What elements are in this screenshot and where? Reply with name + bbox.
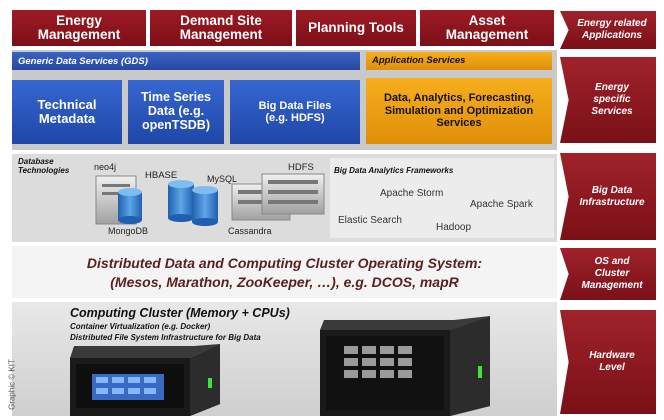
gds-bar: Generic Data Services (GDS) bbox=[12, 52, 360, 70]
apache-storm-label: Apache Storm bbox=[380, 188, 444, 199]
analytics-frameworks-panel bbox=[330, 158, 554, 238]
energy-management-box: Energy Management bbox=[12, 10, 146, 46]
time-series-box: Time Series Data (e.g. openTSDB) bbox=[128, 80, 224, 144]
cassandra-label: Cassandra bbox=[228, 226, 272, 236]
side-label-os: OS and Cluster Management bbox=[560, 248, 656, 300]
os-band-line1: Distributed Data and Computing Cluster O… bbox=[86, 255, 483, 271]
container-virtualization-text: Container Virtualization (e.g. Docker) bbox=[70, 322, 211, 331]
db-cylinder-2 bbox=[168, 180, 194, 222]
computing-cluster-title: Computing Cluster (Memory + CPUs) bbox=[70, 306, 290, 320]
analytics-services-box: Data, Analytics, Forecasting, Simulation… bbox=[366, 78, 552, 144]
hbase-label: HBASE bbox=[145, 170, 178, 181]
big-data-files-box: Big Data Files (e.g. HDFS) bbox=[230, 80, 360, 144]
os-band-line2: (Mesos, Marathon, ZooKeeper, …), e.g. DC… bbox=[110, 274, 459, 290]
status-light bbox=[208, 378, 212, 388]
apache-spark-label: Apache Spark bbox=[470, 199, 533, 210]
database-icons bbox=[95, 173, 325, 226]
side-label-hardware: Hardware Level bbox=[560, 310, 656, 414]
graphic-credit: Graphic © KIT bbox=[7, 359, 17, 410]
mysql-label: MySQL bbox=[207, 174, 238, 184]
side-label-big-data: Big Data Infrastructure bbox=[560, 153, 656, 240]
db-cylinder-1 bbox=[118, 188, 142, 224]
planning-tools-box: Planning Tools bbox=[296, 10, 416, 46]
hadoop-label: Hadoop bbox=[436, 222, 472, 233]
status-light-right bbox=[478, 366, 482, 378]
db-cylinder-3 bbox=[192, 186, 218, 226]
side-label-applications: Energy related Applications bbox=[560, 11, 656, 49]
app-services-bar: Application Services bbox=[366, 52, 552, 70]
neo4j-label: neo4j bbox=[94, 162, 117, 172]
database-technologies-title: Database Technologies bbox=[18, 157, 70, 176]
elastic-search-label: Elastic Search bbox=[338, 215, 402, 226]
hdfs-label: HDFS bbox=[288, 162, 314, 173]
server-rack-right bbox=[320, 316, 490, 416]
analytics-frameworks-title: Big Data Analytics Frameworks bbox=[334, 166, 454, 175]
mongodb-label: MongoDB bbox=[108, 226, 149, 236]
technical-metadata-box: Technical Metadata bbox=[12, 80, 122, 144]
asset-management-box: Asset Management bbox=[420, 10, 554, 46]
side-label-energy-services: Energy specific Services bbox=[560, 57, 656, 143]
distributed-fs-text: Distributed File System Infrastructure f… bbox=[70, 333, 261, 342]
os-band bbox=[12, 246, 557, 298]
server-rack-left bbox=[70, 344, 220, 416]
demand-site-management-box: Demand Site Management bbox=[150, 10, 292, 46]
